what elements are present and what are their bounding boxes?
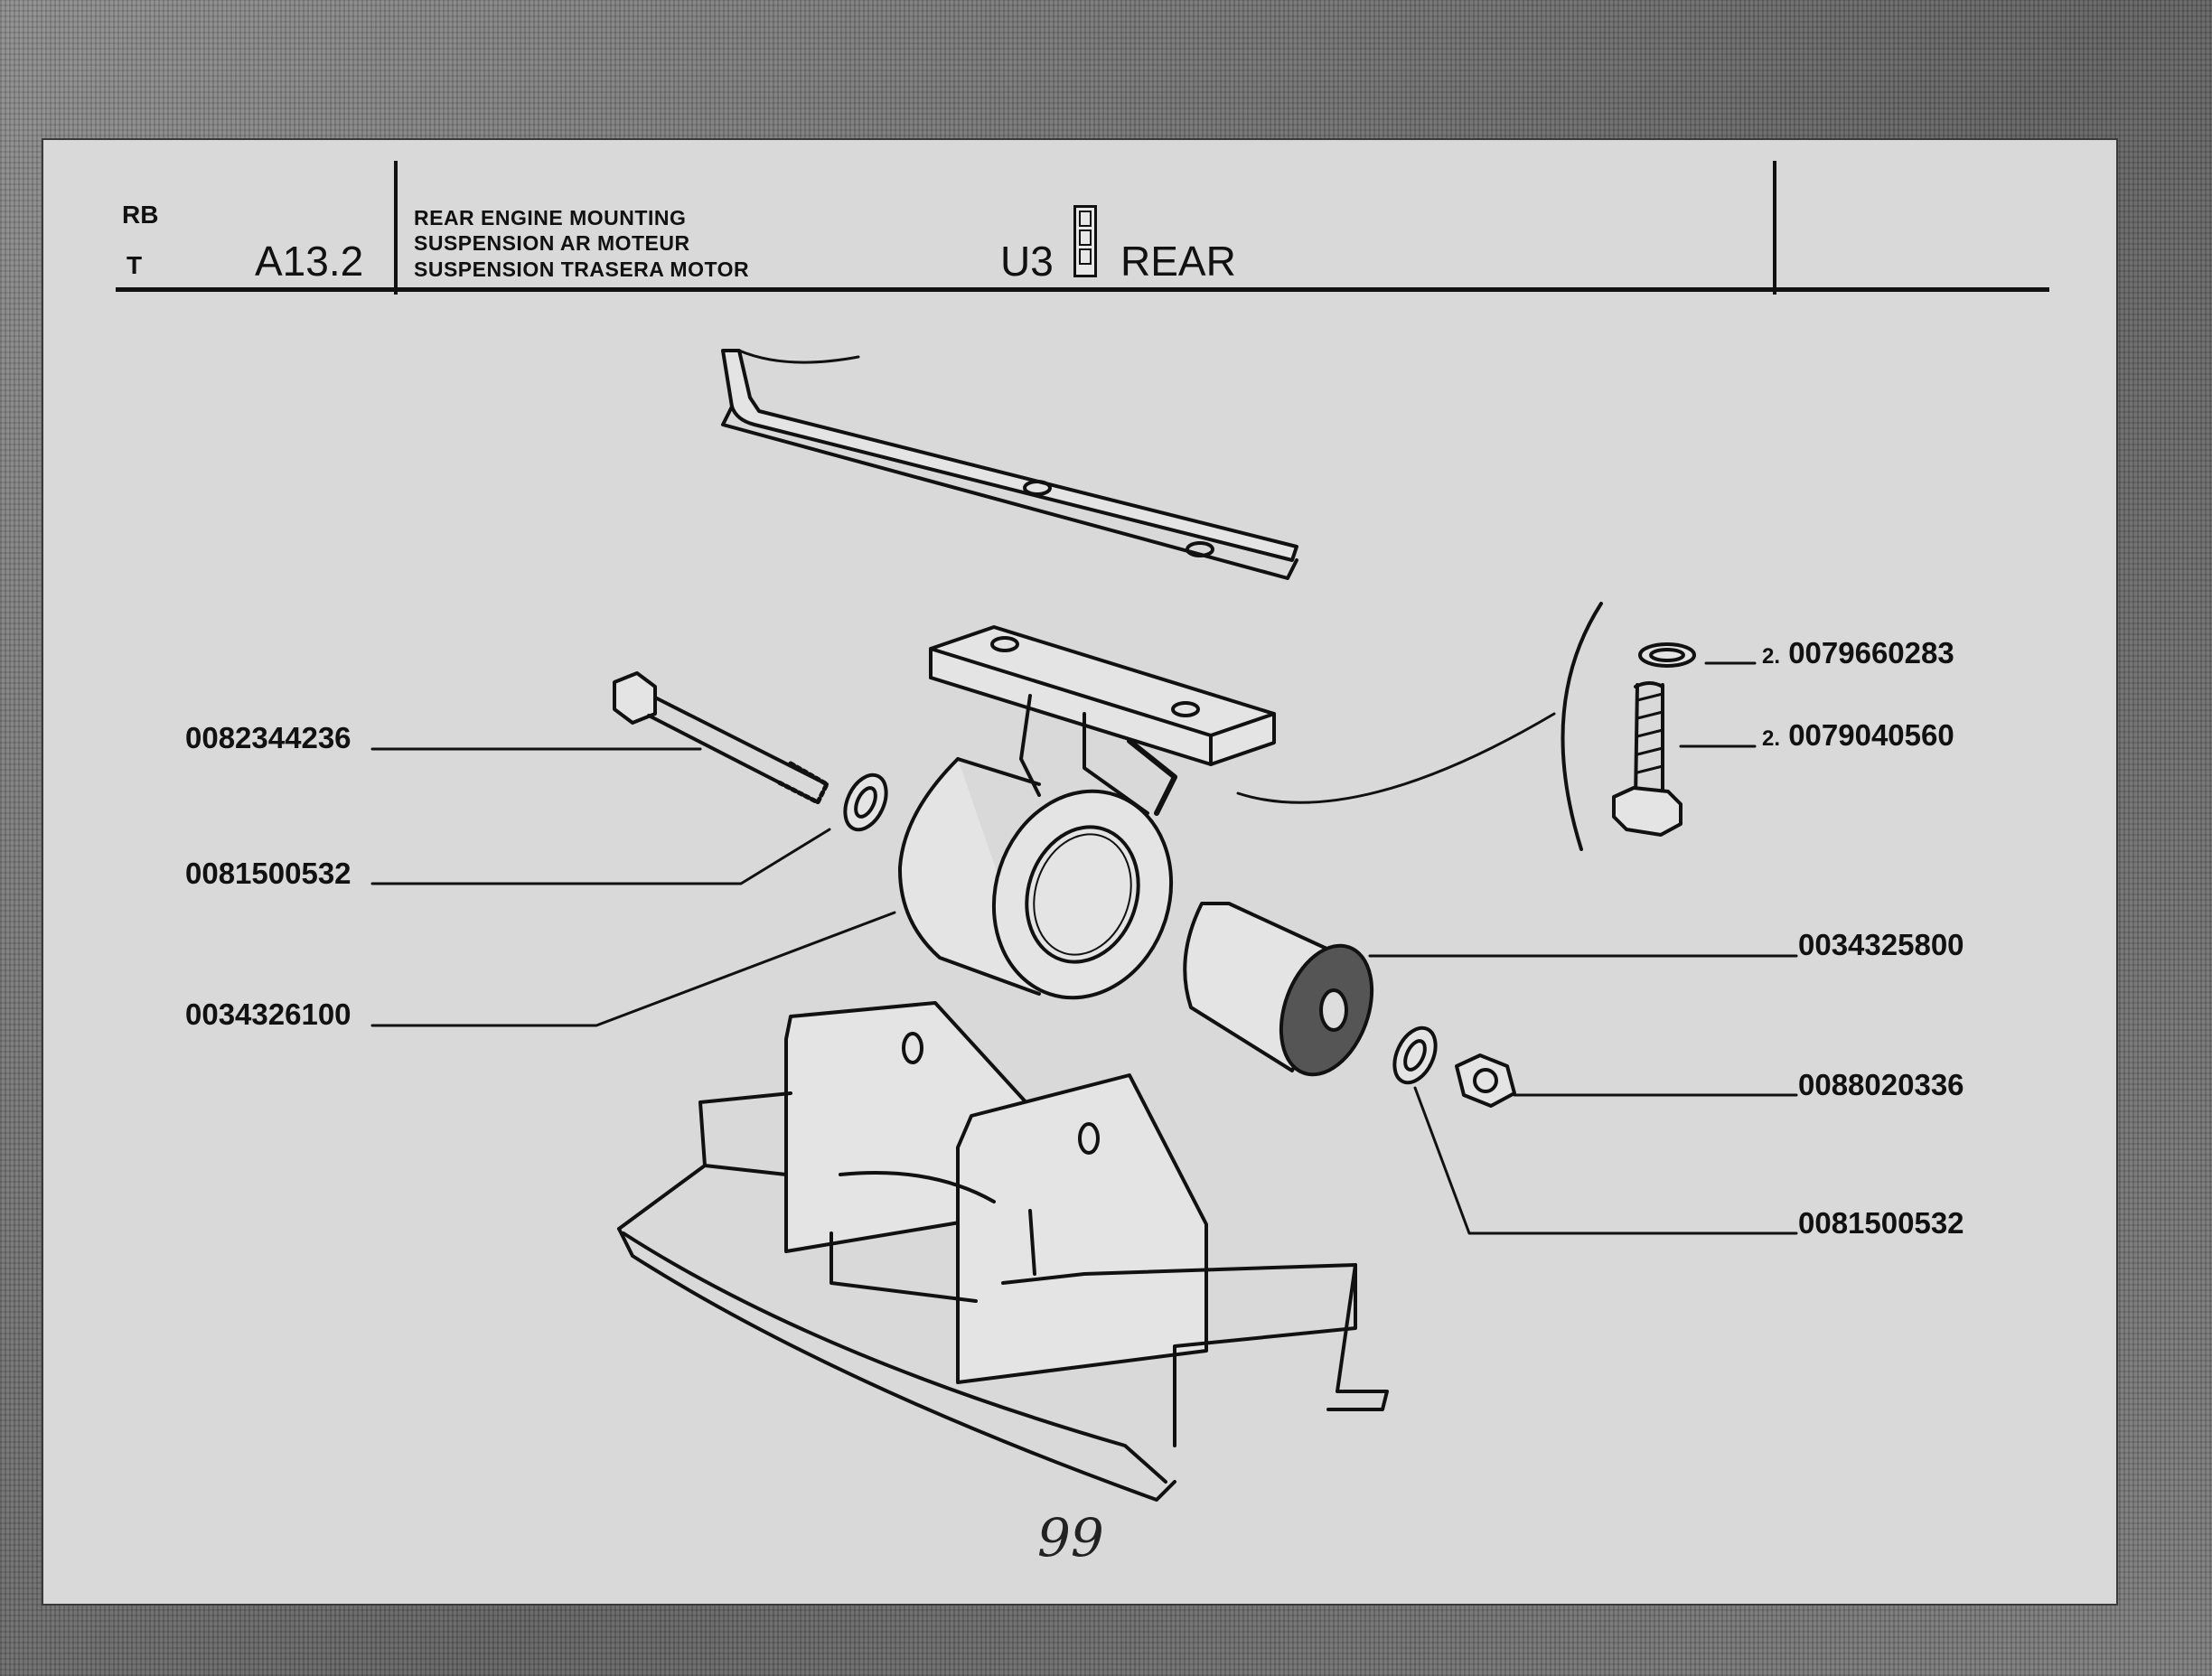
header-divider-right [1773,161,1776,295]
mount-plate [929,625,1276,816]
callout-mount-sleeve: 0034326100 [185,997,351,1031]
header-divider-left [394,161,398,295]
title-english: REAR ENGINE MOUNTING [414,206,687,229]
callout-lock-washer-part: 0079660283 [1788,636,1954,669]
leader-lines [370,661,1798,1235]
callout-washer-left: 0081500532 [185,857,351,890]
model-code: U3 [1000,238,1054,285]
chassis-crossmember [617,1001,1389,1502]
callout-rubber-bush: 0034325800 [1798,928,1964,961]
callout-nut: 0088020336 [1798,1068,1964,1101]
mount-sleeve [897,757,1174,1000]
vehicle-badge-icon [1073,205,1097,277]
title-spanish: SUSPENSION TRASERA MOTOR [414,257,750,281]
header-code-t: T [127,251,143,279]
page-number: 99 [1037,1507,1104,1568]
detail-inset [1236,602,1696,851]
long-bolt [613,671,830,805]
callout-short-bolt-part: 0079040560 [1788,718,1954,752]
rubber-bush [1183,902,1374,1077]
callout-short-bolt: 2. 0079040560 [1762,718,1954,753]
callout-short-bolt-qty: 2. [1762,726,1781,751]
callout-lock-washer: 2. 0079660283 [1762,636,1954,670]
washer-right [1392,1025,1438,1085]
position-label: REAR [1120,238,1236,285]
header-code-rb: RB [122,201,159,229]
callout-lock-washer-qty: 2. [1762,644,1781,669]
washer-left [843,772,888,832]
callout-washer-right: 0081500532 [1798,1206,1964,1240]
callout-long-bolt: 0082344236 [185,721,351,754]
nut [1455,1053,1516,1108]
section-number: A13.2 [255,238,364,285]
title-french: SUSPENSION AR MOTEUR [414,231,690,255]
header-rule [116,287,2049,292]
upper-bracket [721,349,1298,580]
